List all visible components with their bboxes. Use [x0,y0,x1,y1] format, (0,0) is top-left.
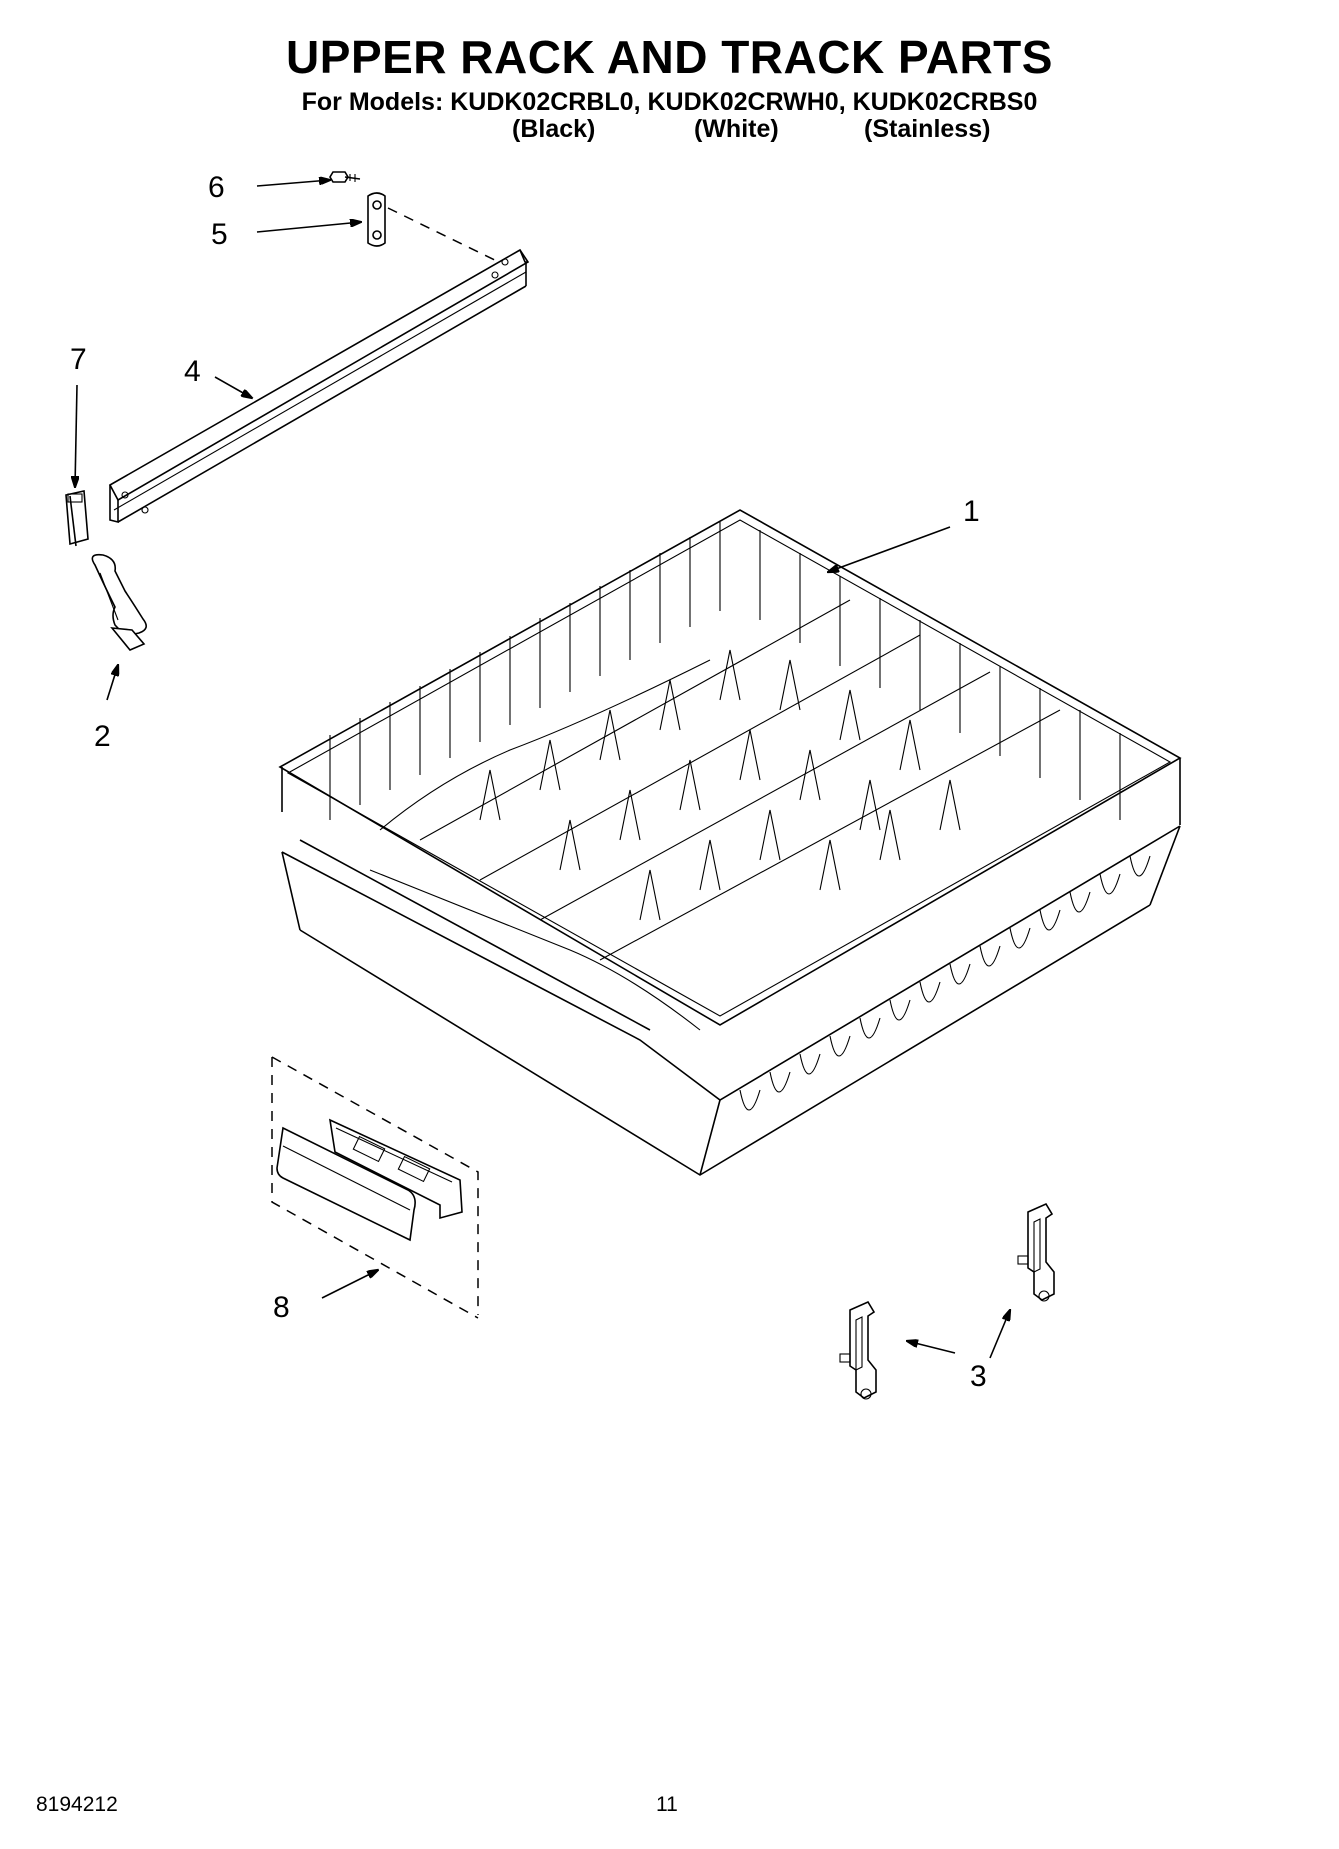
page-title: UPPER RACK AND TRACK PARTS [286,31,1053,83]
callout-2: 2 [94,720,111,753]
callout-4: 4 [184,355,201,388]
dish-rack-icon [278,509,1182,1176]
callout-7: 7 [70,343,87,376]
variant-black: (Black) [512,115,596,143]
track-stop-icon [65,490,89,547]
variant-white: (White) [694,115,779,143]
rack-stop-clip-icon [91,553,147,651]
callout-1: 1 [963,495,980,528]
rack-adjuster-icon [839,1202,1055,1400]
callout-6: 6 [208,171,225,204]
variant-stainless: (Stainless) [864,115,991,143]
document-number: 8194212 [36,1793,118,1816]
callout-5: 5 [211,218,228,251]
callout-8: 8 [273,1291,290,1324]
end-cap-plate-icon [367,192,506,266]
page-number: 11 [656,1793,678,1816]
callout-3: 3 [970,1360,987,1393]
leader-lines [75,180,1010,1359]
track-rail-icon [108,248,530,524]
models-line: For Models: KUDK02CRBL0, KUDK02CRWH0, KU… [301,88,1038,116]
screw-icon [329,171,361,183]
handle-kit-icon [271,1056,479,1319]
